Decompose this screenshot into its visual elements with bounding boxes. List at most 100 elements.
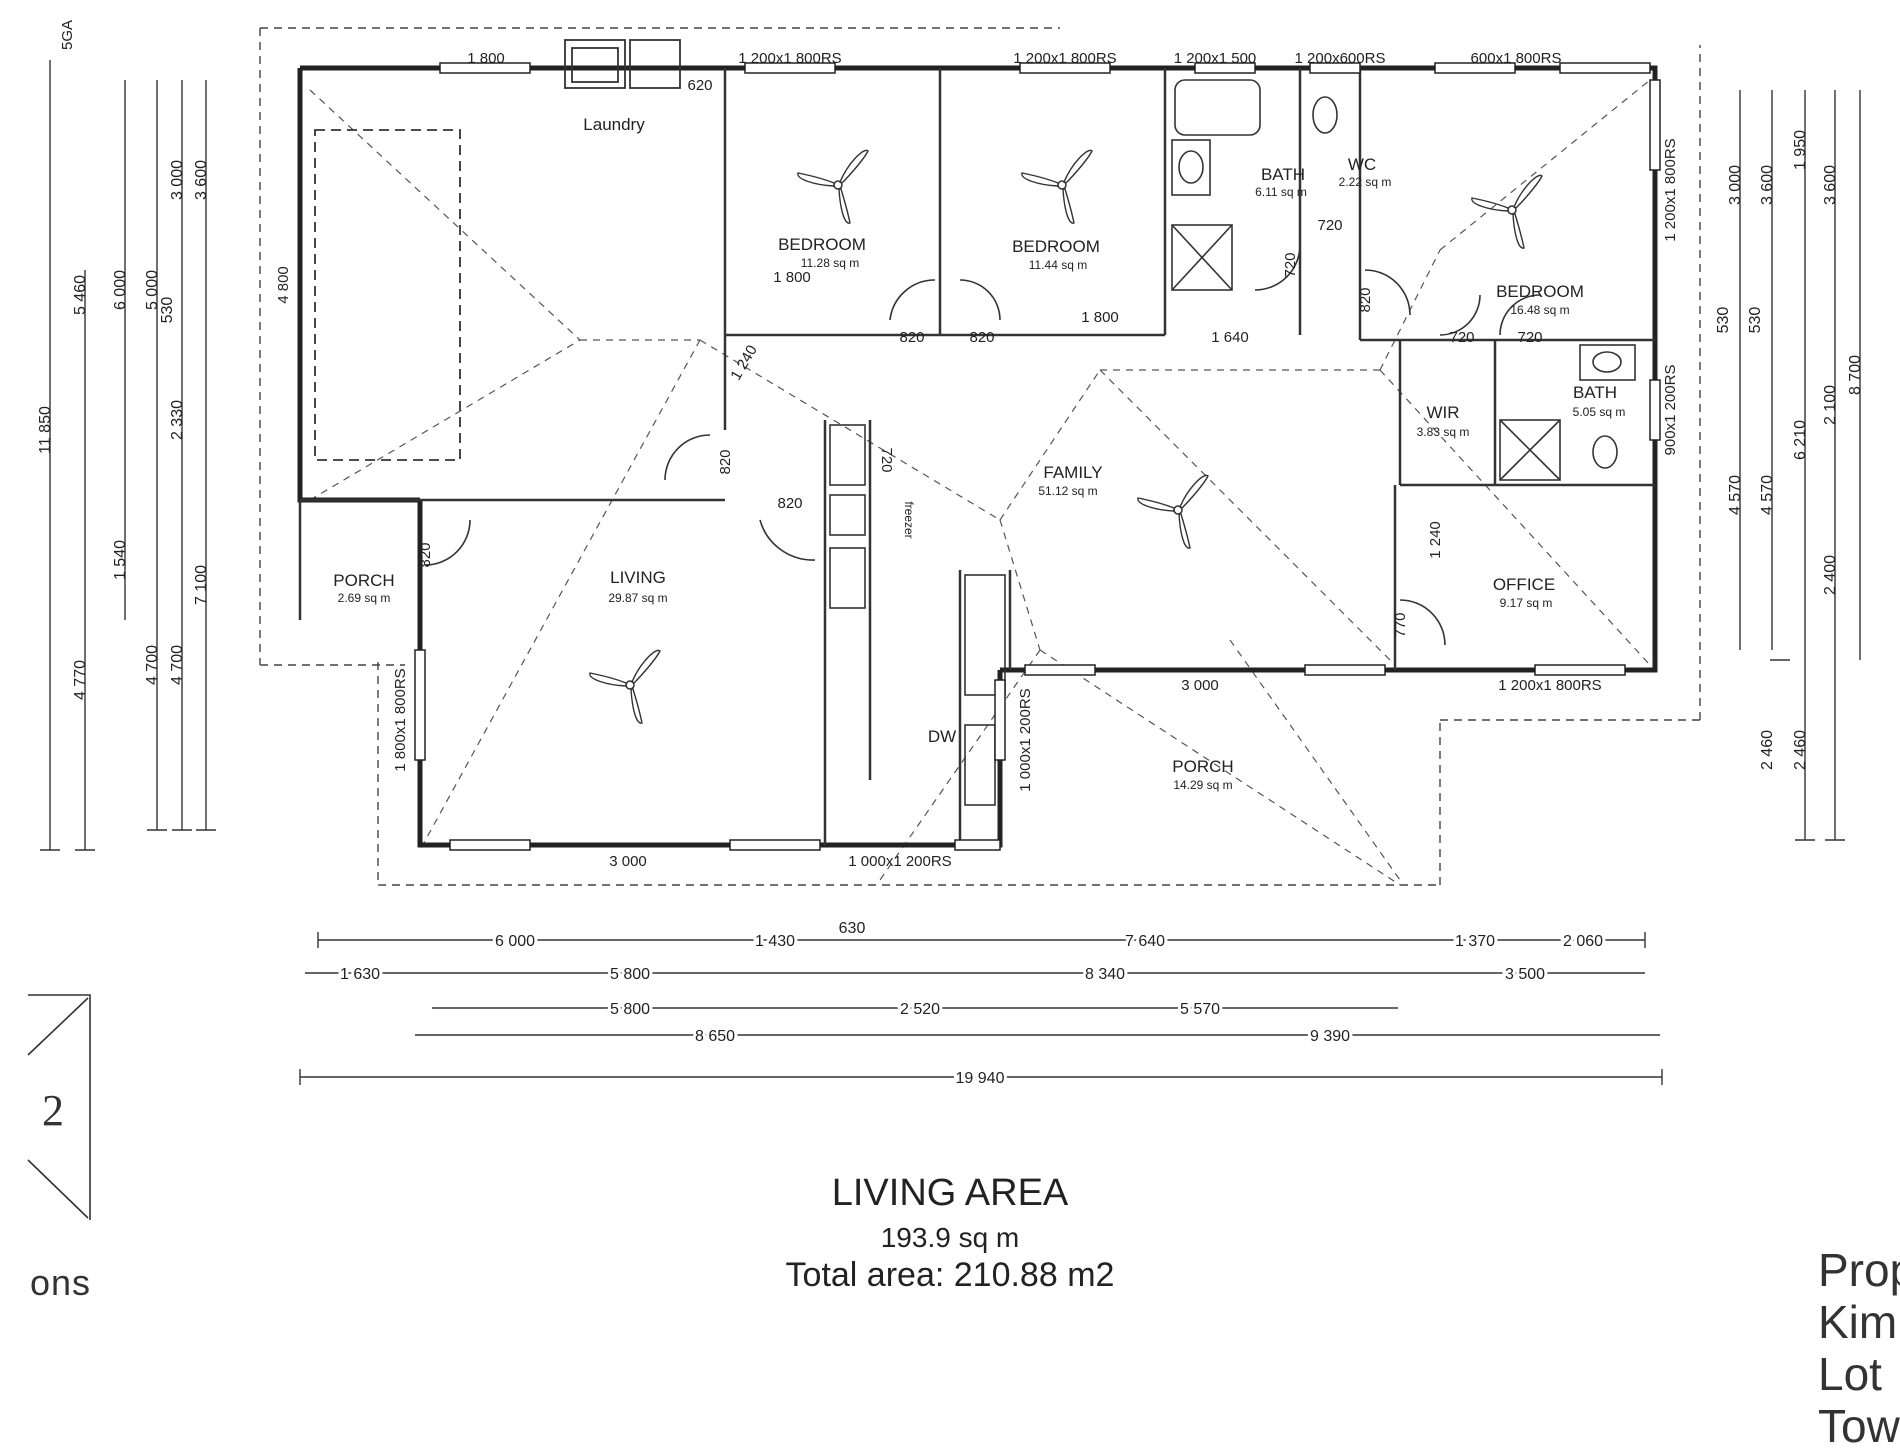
left-dimension: 5 000 [144, 270, 161, 310]
door-dimension: 820 [777, 495, 802, 512]
kitchen-bench [829, 424, 1006, 806]
ceiling-fan-icon [589, 649, 661, 724]
bottom-dimension: 9 390 [1310, 1028, 1350, 1045]
bottom-dimension: 8 340 [1085, 966, 1125, 983]
left-dimension: 4 770 [72, 660, 89, 700]
right-dimension: 3 600 [1822, 165, 1839, 205]
room-porch-front-area: 14.29 sq m [1173, 778, 1232, 792]
window-label: 1 200x1 800RS [1013, 50, 1116, 67]
edge-text-right: Prop Kim Lot Tow [1818, 1244, 1900, 1452]
right-dimension: 4 570 [1727, 475, 1744, 515]
ceiling-fan-icon [1137, 474, 1209, 549]
window-label: 620 [687, 77, 712, 94]
right-dimension: 2 400 [1822, 555, 1839, 595]
left-dimension: 6 000 [112, 270, 129, 310]
kitchen-dw-label: DW [928, 727, 956, 746]
room-office-area: 9.17 sq m [1500, 596, 1553, 610]
bottom-dimension: 8 650 [695, 1028, 735, 1045]
room-laundry-label: Laundry [583, 115, 645, 134]
room-bedroom2-label: BEDROOM [1012, 237, 1100, 256]
window-label: 1 800x1 800RS [392, 668, 409, 771]
right-dimension: 4 570 [1759, 475, 1776, 515]
bottom-dimension: 19 940 [956, 1070, 1005, 1087]
left-dimension: 3 600 [193, 160, 210, 200]
room-bedroom1-label: BEDROOM [778, 235, 866, 254]
living-area-title: LIVING AREA [831, 1172, 1069, 1214]
room-wc-label: WC [1348, 155, 1376, 174]
left-dimension: 4 700 [144, 645, 161, 685]
window-label: 600x1 800RS [1471, 50, 1562, 67]
left-dimension: 5 460 [72, 275, 89, 315]
edge-line: Kim [1818, 1296, 1898, 1348]
bottom-dimension: 5 800 [610, 966, 650, 983]
ceiling-fan-icon [797, 149, 869, 224]
left-dimension: 2 330 [169, 400, 186, 440]
left-dimension: 530 [159, 297, 176, 324]
door-swings [424, 244, 1541, 646]
door-dimension: 720 [1282, 252, 1299, 277]
roof-hip-lines [309, 79, 1651, 886]
edge-line: Prop [1818, 1244, 1900, 1296]
room-master-area: 16.48 sq m [1510, 303, 1569, 317]
edge-text-left: ons [30, 1262, 92, 1303]
interior-walls [298, 68, 1655, 845]
window-label: 1 200x600RS [1295, 50, 1386, 67]
room-living-label: LIVING [610, 568, 666, 587]
room-wir-label: WIR [1426, 403, 1459, 422]
bottom-dimension: 6 000 [495, 933, 535, 950]
room-living-area: 29.87 sq m [608, 591, 667, 605]
right-dimension: 6 210 [1792, 420, 1809, 460]
window-marks [414, 62, 1661, 851]
bottom-dimension: 5 800 [610, 1001, 650, 1018]
right-dimension: 3 600 [1759, 165, 1776, 205]
living-area-value: 193.9 sq m [880, 1222, 1020, 1253]
ceiling-fan-icon [1471, 174, 1543, 249]
door-dimension: 820 [717, 449, 734, 474]
bottom-dimension: 2 520 [900, 1001, 940, 1018]
edge-line: Lot [1818, 1348, 1882, 1400]
bath-fixtures-2 [1499, 344, 1636, 481]
window-label: 1 200x1 800RS [1498, 677, 1601, 694]
corner-code: 5GA [59, 20, 76, 50]
window-label: 1 200x1 800RS [738, 50, 841, 67]
robe-dimension: 1 240 [1427, 521, 1444, 559]
right-dimension-lines [1739, 90, 1861, 841]
bottom-dimension: 630 [839, 920, 866, 937]
door-dimension: 720 [878, 447, 895, 472]
left-dimension-lines [40, 60, 216, 851]
door-dimension: 720 [1317, 217, 1342, 234]
room-bedroom1-area: 11.28 sq m [801, 256, 859, 270]
bottom-dimension: 1 630 [340, 966, 380, 983]
door-dimension: 720 [1517, 329, 1542, 346]
right-dimension: 1 950 [1792, 130, 1809, 170]
bottom-dimension: 1 430 [755, 933, 795, 950]
roof-outline [259, 27, 1701, 886]
room-bath1-area: 6.11 sq m [1255, 185, 1307, 199]
room-bath1-label: BATH [1261, 165, 1305, 184]
left-dimension: 4 700 [169, 645, 186, 685]
right-dimension: 8 700 [1847, 355, 1864, 395]
left-dimension: 11 850 [37, 406, 54, 454]
left-dimension: 7 100 [193, 565, 210, 605]
room-wir-area: 3.83 sq m [1417, 425, 1470, 439]
window-label: 1 200x1 500 [1174, 50, 1257, 67]
right-dimension: 2 460 [1759, 730, 1776, 770]
right-dimension: 3 000 [1727, 165, 1744, 205]
robe-dimension: 1 800 [773, 269, 811, 286]
door-dimension: 770 [1392, 612, 1409, 637]
ceiling-fan-icon [1021, 149, 1093, 224]
bath-fixtures-1 [1171, 79, 1338, 291]
window-label: 1 800 [467, 50, 505, 67]
robe-dimension: 1 800 [1081, 309, 1119, 326]
left-dimension: 3 000 [169, 160, 186, 200]
door-dimension: 820 [417, 542, 434, 567]
door-dimension: 820 [1357, 287, 1374, 312]
door-dimension: 820 [969, 329, 994, 346]
window-label: 3 000 [609, 853, 647, 870]
room-bedroom2-area: 11.44 sq m [1029, 258, 1087, 272]
garage-slab [314, 129, 461, 461]
window-label: 1 200x1 800RS [1662, 138, 1679, 241]
page-frame [27, 994, 91, 1220]
edge-line: Tow [1818, 1400, 1900, 1452]
